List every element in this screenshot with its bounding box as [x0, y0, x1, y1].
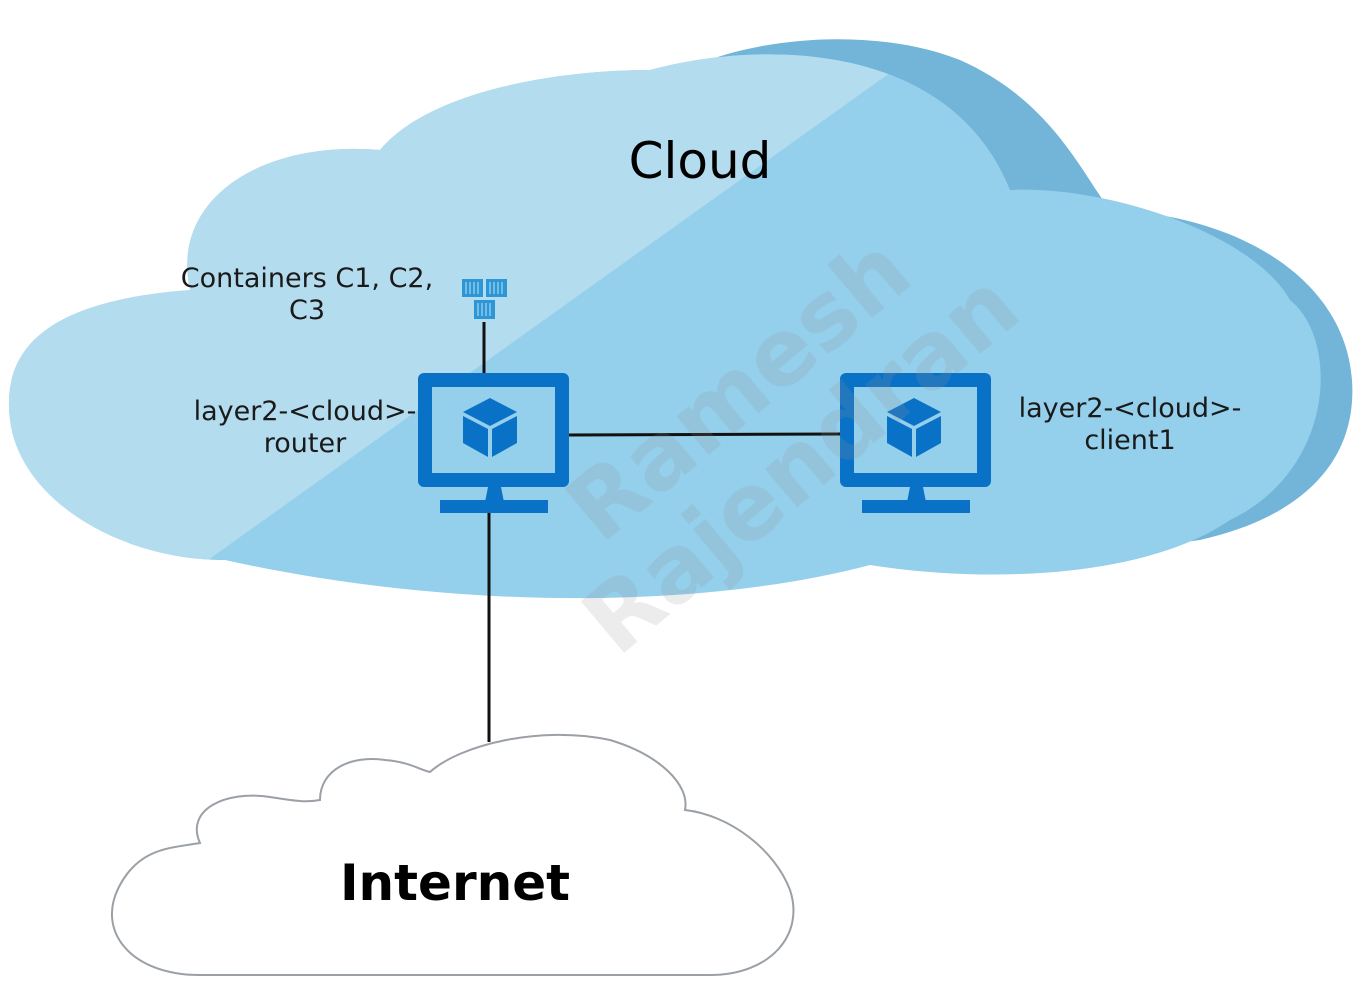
- router-label-line-2: router: [263, 428, 347, 460]
- router-label-line-1: layer2-<cloud>-: [193, 396, 417, 427]
- containers-icon: [462, 279, 507, 319]
- client-label: layer2-<cloud>- client1: [1000, 393, 1260, 458]
- internet-title: Internet: [339, 854, 571, 912]
- internet-cloud-shape: [110, 733, 795, 976]
- router-to-client-line: [567, 432, 844, 437]
- containers-label-line-1: Containers C1, C2,: [180, 263, 434, 294]
- containers-label-line-2: C3: [288, 295, 326, 327]
- router-label: layer2-<cloud>- router: [180, 396, 430, 461]
- cloud-title: Cloud: [628, 132, 772, 190]
- client-label-line-1: layer2-<cloud>-: [1018, 393, 1242, 424]
- router-vm-icon: [418, 373, 569, 513]
- client-vm-icon: [840, 373, 991, 513]
- client-label-line-2: client1: [1084, 425, 1176, 457]
- containers-label: Containers C1, C2, C3: [172, 263, 442, 328]
